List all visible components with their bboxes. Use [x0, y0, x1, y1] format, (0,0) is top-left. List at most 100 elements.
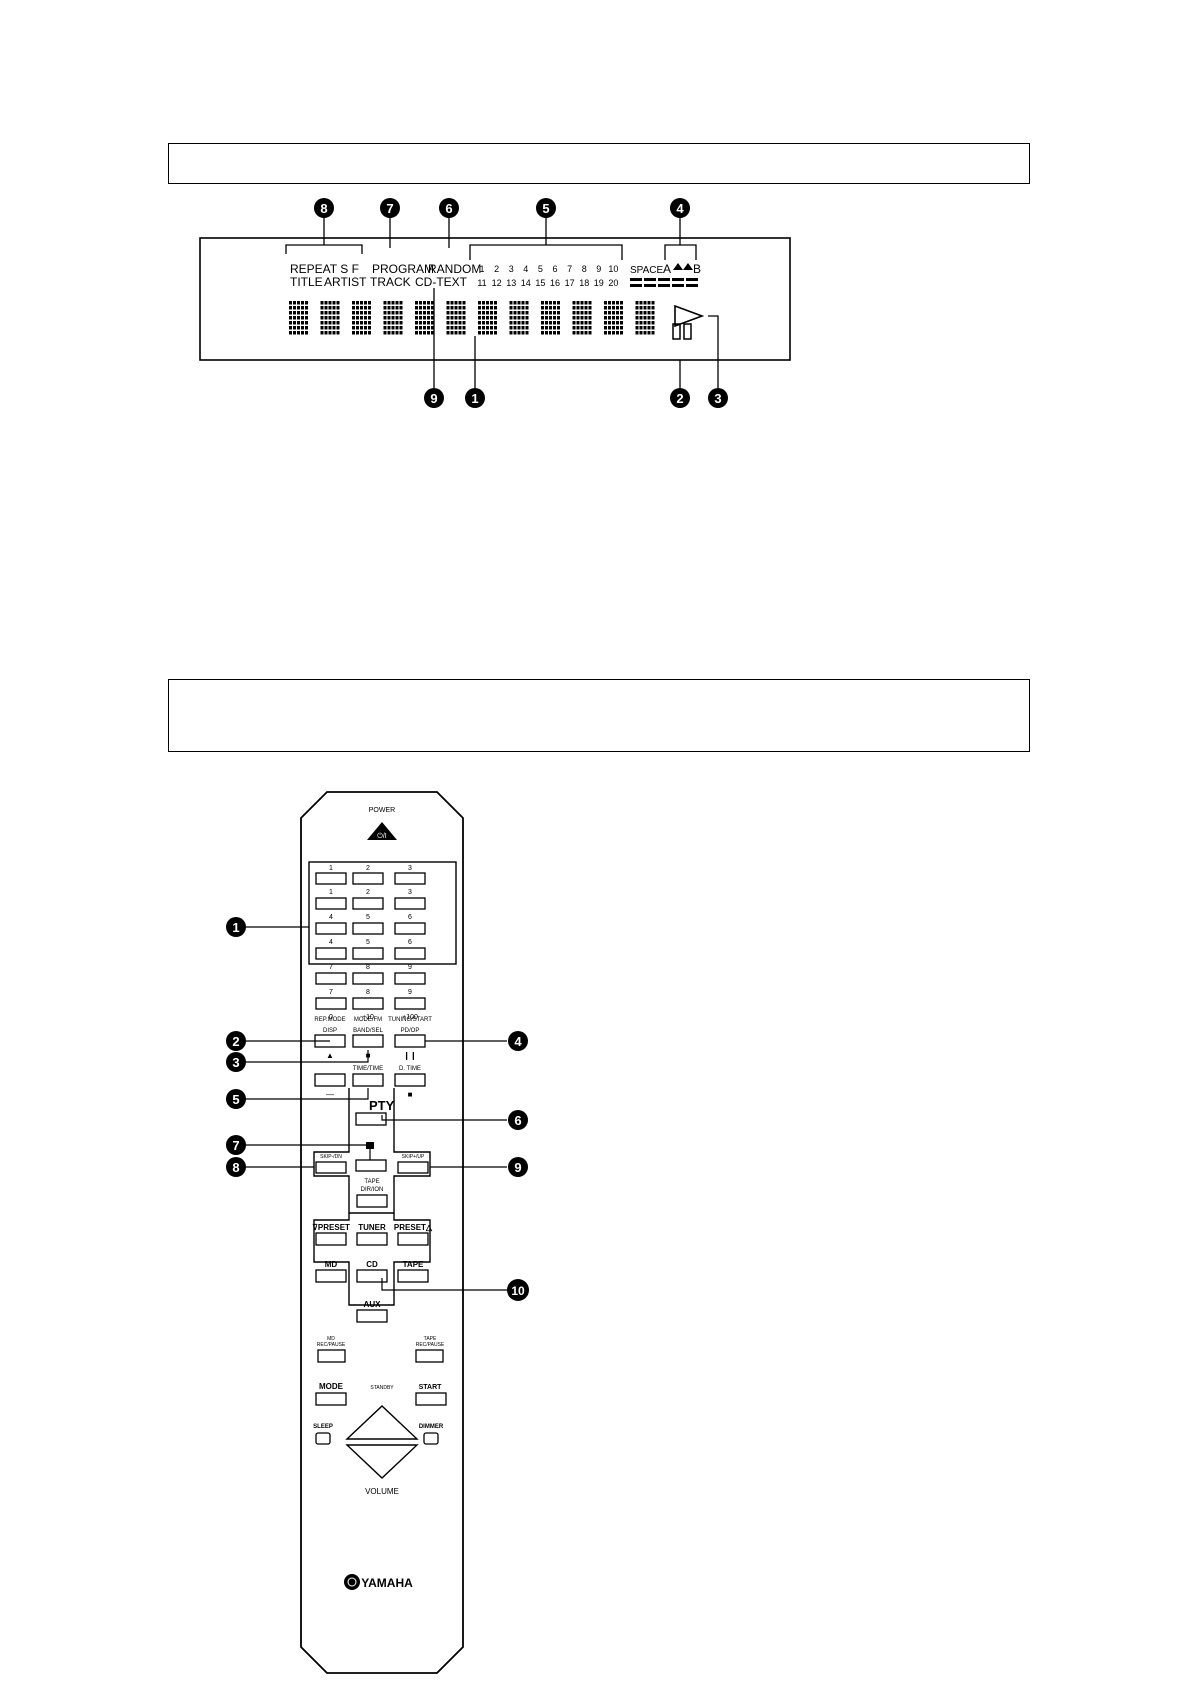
- track-number: 14: [521, 278, 531, 288]
- tuner-button[interactable]: [356, 1232, 388, 1246]
- keypad-button[interactable]: [352, 872, 384, 885]
- keypad-button[interactable]: [394, 997, 426, 1010]
- keypad-button[interactable]: [352, 922, 384, 935]
- svg-text:1: 1: [232, 920, 239, 935]
- keypad-button[interactable]: [315, 897, 347, 910]
- program-indicator: PROGRAM: [372, 262, 434, 276]
- keypad-label: 7: [329, 989, 333, 996]
- play-indicator-icon: [674, 304, 705, 328]
- callout-1: 1: [465, 388, 485, 408]
- tape-button[interactable]: [397, 1269, 429, 1283]
- source-frame: [313, 1213, 431, 1306]
- center-indicator: [366, 1142, 374, 1149]
- keypad-label: 9: [408, 964, 412, 971]
- svg-text:6: 6: [514, 1113, 521, 1128]
- vpreset-button[interactable]: [315, 1232, 347, 1246]
- remote-callout-10: 10: [507, 1279, 529, 1301]
- md-label: MD: [325, 1260, 338, 1269]
- ab-b-indicator: B: [693, 262, 701, 276]
- remote-callout-7: 7: [226, 1135, 246, 1155]
- prev-skip-button[interactable]: [315, 1161, 347, 1174]
- mode-button[interactable]: [315, 1392, 347, 1406]
- track-number: 19: [594, 278, 604, 288]
- volume-up-button[interactable]: [345, 1405, 419, 1440]
- keypad-label: 6: [408, 914, 412, 921]
- remote-callout-8: 8: [226, 1157, 246, 1177]
- volume-down-button[interactable]: [345, 1444, 419, 1479]
- prev-skip-label: SKIP-/DN: [320, 1154, 342, 1160]
- track-number: 3: [509, 264, 514, 274]
- callout-3: 3: [708, 388, 728, 408]
- pd-op-label: PD/OP: [401, 1028, 420, 1034]
- svg-text:7: 7: [232, 1138, 239, 1153]
- next-skip-button[interactable]: [397, 1161, 429, 1174]
- svg-text:1: 1: [471, 391, 478, 406]
- keypad-button[interactable]: [315, 922, 347, 935]
- keypad-button[interactable]: [352, 897, 384, 910]
- svg-text:2: 2: [232, 1034, 239, 1049]
- repeat-indicator: REPEAT S F: [290, 262, 359, 276]
- remote-callout-6: 6: [508, 1110, 528, 1130]
- keypad-button[interactable]: [315, 972, 347, 985]
- keypad-button[interactable]: [394, 922, 426, 935]
- keypad-label: 8: [366, 989, 370, 996]
- sleep-button[interactable]: [315, 1432, 331, 1445]
- md-button[interactable]: [315, 1269, 347, 1283]
- keypad-button[interactable]: [352, 972, 384, 985]
- aux-button[interactable]: [356, 1309, 388, 1323]
- keypad-label: +10: [362, 1014, 374, 1021]
- skip-back-button[interactable]: [314, 1073, 346, 1087]
- artist-indicator: ARTIST: [324, 275, 367, 289]
- tape-rec-button[interactable]: [415, 1349, 444, 1363]
- cd-button[interactable]: [356, 1269, 388, 1283]
- keypad-button[interactable]: [315, 997, 347, 1010]
- keypad-label: 1: [329, 865, 333, 872]
- keypad-button[interactable]: [315, 947, 347, 960]
- tape-rec-label-2: REC/PAUSE: [416, 1342, 445, 1348]
- d-time-button[interactable]: [394, 1073, 426, 1087]
- track-number: 11: [477, 278, 486, 288]
- display-section-header-box: [168, 143, 1030, 184]
- power-button[interactable]: [367, 822, 397, 840]
- pd-op-button[interactable]: [394, 1034, 426, 1048]
- dot-matrix-char: [446, 301, 466, 335]
- tape-dir-button[interactable]: [356, 1194, 388, 1208]
- disp-button[interactable]: [314, 1034, 346, 1048]
- aux-label: AUX: [364, 1300, 382, 1309]
- keypad-label: 1: [329, 889, 333, 896]
- top-leader-lines: [285, 217, 719, 388]
- tuner-label: TUNER: [358, 1223, 386, 1232]
- keypad-button[interactable]: [394, 972, 426, 985]
- keypad-button[interactable]: [394, 872, 426, 885]
- md-rec-label-2: REC/PAUSE: [317, 1342, 346, 1348]
- power-label: POWER: [369, 807, 395, 814]
- keypad-button[interactable]: [394, 897, 426, 910]
- keypad-button[interactable]: [352, 947, 384, 960]
- sleep-label: SLEEP: [313, 1424, 333, 1430]
- md-rec-button[interactable]: [317, 1349, 346, 1363]
- tape-time-label: TIME/TIME: [353, 1066, 383, 1072]
- keypad-button[interactable]: [394, 947, 426, 960]
- svg-text:4: 4: [676, 201, 684, 216]
- keypad-button[interactable]: [315, 872, 347, 885]
- svg-text:9: 9: [430, 391, 437, 406]
- preset-up-button[interactable]: [397, 1232, 429, 1246]
- cd-label: CD: [366, 1260, 378, 1269]
- start-button[interactable]: [415, 1392, 447, 1406]
- callout-7: 7: [380, 198, 400, 218]
- band-sel-button[interactable]: [352, 1034, 384, 1048]
- cd-text-indicator: CD-TEXT: [415, 275, 468, 289]
- callout-2: 2: [670, 388, 690, 408]
- track-number: 20: [608, 278, 618, 288]
- play-center-button[interactable]: [355, 1159, 387, 1172]
- dot-matrix-char: [289, 301, 308, 335]
- dot-matrix-char: [415, 301, 434, 335]
- keypad-button[interactable]: [352, 997, 384, 1010]
- track-indicator: TRACK: [370, 275, 411, 289]
- display-diagram: 8 7 6 5 4 9 1 2 3 REPEAT S F PROGRAM RAN…: [199, 198, 791, 408]
- dimmer-button[interactable]: [423, 1432, 439, 1445]
- random-indicator: RANDOM: [428, 262, 481, 276]
- pty-button[interactable]: [355, 1112, 387, 1126]
- tape-time-button[interactable]: [352, 1073, 384, 1087]
- track-number: 4: [523, 264, 528, 274]
